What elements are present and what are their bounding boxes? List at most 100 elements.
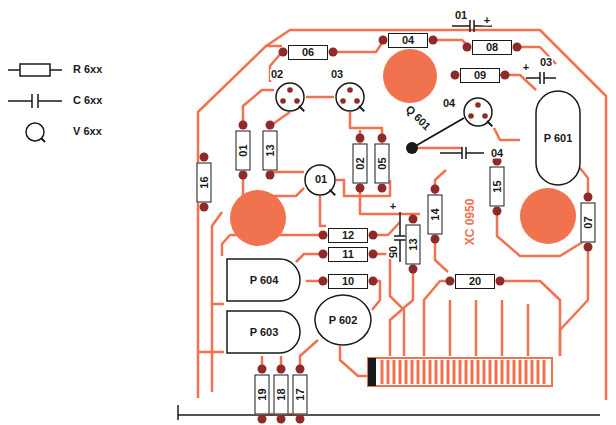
solder-pad xyxy=(429,36,438,45)
trace xyxy=(334,40,384,52)
trace xyxy=(494,128,520,140)
trace xyxy=(424,281,453,356)
solder-pad xyxy=(329,48,338,57)
legend-text: C 6xx xyxy=(72,95,103,106)
connector-finger xyxy=(423,360,426,384)
transistor-outline xyxy=(459,93,497,131)
board-edge-line xyxy=(178,414,600,416)
transistor-pin xyxy=(482,113,488,119)
capacitor-lead xyxy=(466,152,484,154)
part-number: 19 xyxy=(257,388,268,400)
trace xyxy=(449,300,452,356)
edge-connector xyxy=(368,358,552,386)
part-number: 17 xyxy=(295,388,306,400)
potentiometer-symbol: P 603 xyxy=(226,310,302,354)
part-number: 11 xyxy=(342,249,354,260)
connector-finger xyxy=(501,360,504,384)
solder-pad xyxy=(200,153,209,162)
connector-finger xyxy=(483,360,486,384)
q601-point xyxy=(406,142,418,154)
potentiometer-body xyxy=(315,295,371,345)
resistor-symbol: 15 xyxy=(490,166,505,206)
solder-pad xyxy=(584,243,593,252)
solder-pad xyxy=(584,193,593,202)
solder-pad xyxy=(496,277,505,286)
potentiometer-symbol: P 604 xyxy=(226,258,302,302)
part-number: P 602 xyxy=(329,315,358,326)
part-number: 16 xyxy=(199,176,210,188)
capacitor-plate xyxy=(461,147,463,159)
solder-pad xyxy=(501,71,510,80)
copper-traces xyxy=(198,30,606,420)
capacitor-lead xyxy=(399,212,401,236)
resistor-symbol: 12 xyxy=(328,228,368,243)
capacitor-plate xyxy=(394,235,406,237)
transistor-body xyxy=(276,83,304,111)
resistor-symbol: 08 xyxy=(472,40,512,55)
potentiometer-symbol: P 602 xyxy=(314,294,372,346)
transistor-pin xyxy=(340,98,346,104)
connector-finger xyxy=(441,360,444,384)
solder-pad xyxy=(446,277,455,286)
component-label: + xyxy=(483,15,491,26)
capacitor-lead xyxy=(399,240,401,262)
resistor-symbol: 18 xyxy=(274,374,289,414)
transistor-pin xyxy=(294,98,300,104)
connector-finger xyxy=(471,360,474,384)
transistor-pin xyxy=(354,98,360,104)
component-label: 05 xyxy=(387,245,398,259)
part-number: 02 xyxy=(270,69,284,80)
connector-finger xyxy=(519,360,522,384)
solder-pad xyxy=(431,185,440,194)
connector-outline xyxy=(368,358,552,386)
connector-finger xyxy=(513,360,516,384)
copper-pad xyxy=(520,188,576,244)
trace xyxy=(370,281,380,310)
legend-text: R 6xx xyxy=(72,64,103,75)
transistor-symbol: 02 xyxy=(275,82,305,112)
part-number: 07 xyxy=(583,216,594,228)
part-number: 18 xyxy=(276,388,287,400)
transistor-tab xyxy=(359,106,364,111)
connector-finger xyxy=(531,360,534,384)
part-number: 06 xyxy=(302,47,314,58)
solder-pads xyxy=(200,36,593,424)
potentiometer-symbol: P 601 xyxy=(535,90,581,186)
solder-pad xyxy=(513,43,522,52)
component-label: Q 601 xyxy=(403,103,433,133)
transistor-sample xyxy=(41,138,45,142)
solder-pad xyxy=(239,121,248,130)
capacitor-lead xyxy=(440,152,462,154)
solder-pad xyxy=(369,231,378,240)
part-number: 20 xyxy=(469,276,481,287)
connector-finger xyxy=(459,360,462,384)
board-code: XC 0950 xyxy=(464,198,476,247)
copper-pad xyxy=(383,49,437,103)
potentiometer-body xyxy=(227,259,300,301)
solder-pad xyxy=(319,231,328,240)
solder-pad xyxy=(258,415,267,424)
connector-finger xyxy=(477,360,480,384)
capacitor-plate xyxy=(539,72,541,84)
transistor-tab xyxy=(330,190,336,196)
resistor-symbol: 13 xyxy=(406,224,421,264)
part-number: 05 xyxy=(377,157,388,169)
part-number: 13 xyxy=(265,144,276,156)
solder-pad xyxy=(493,207,502,216)
solder-pad xyxy=(258,365,267,374)
connector-finger xyxy=(393,360,396,384)
board-edge xyxy=(178,405,600,420)
solder-pad xyxy=(277,415,286,424)
resistor-symbol: 20 xyxy=(455,274,495,289)
connector-finger xyxy=(489,360,492,384)
component-label: 01 xyxy=(454,10,468,21)
connector-finger xyxy=(495,360,498,384)
transistor-outline xyxy=(331,78,369,116)
resistor-symbol: 04 xyxy=(388,33,428,48)
transistor-tab xyxy=(299,106,304,111)
component-label: + xyxy=(522,62,530,73)
part-number: 01 xyxy=(238,144,249,156)
potentiometer-body xyxy=(536,91,580,185)
transistor-body xyxy=(464,98,492,126)
